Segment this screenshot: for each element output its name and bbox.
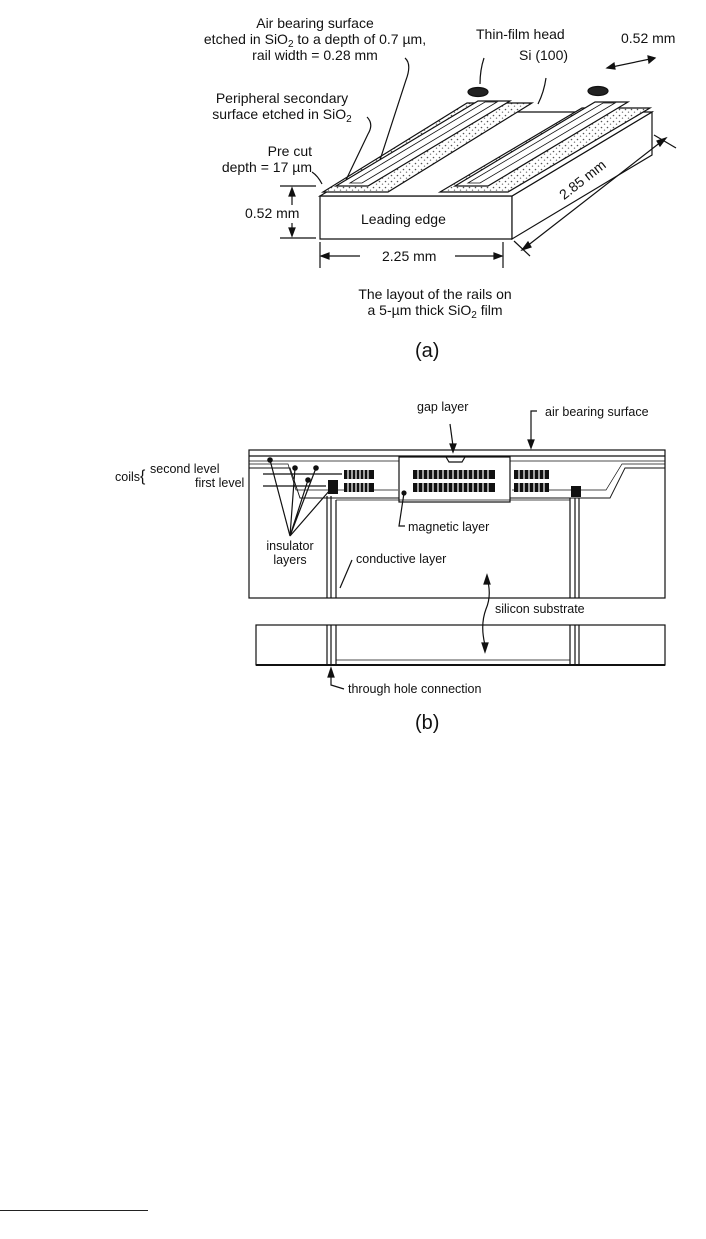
- length-extension-2: [653, 134, 677, 149]
- left-rail-inner-line: [348, 101, 499, 184]
- left-thin-film-head: [467, 86, 489, 98]
- peripheral-surface-label: Peripheral secondary surface etched in S…: [212, 90, 352, 125]
- insulator-layers-label: insulator layers: [266, 539, 314, 567]
- left-rail-air-bearing: [333, 100, 513, 187]
- leader-insulator: [269, 459, 331, 537]
- leader-gap: [449, 423, 454, 447]
- panel-label-a: (a): [415, 340, 440, 362]
- through-hole-upper: [326, 496, 580, 598]
- width-top-label: 0.52 mm: [621, 30, 676, 46]
- leader-air-bearing-b: [530, 410, 537, 440]
- coils-label: coils{: [115, 468, 146, 485]
- right-thin-film-head: [587, 85, 609, 97]
- si-orientation-label: Si (100): [519, 47, 569, 63]
- gap-box: [398, 456, 511, 503]
- leading-edge-label: Leading edge: [361, 211, 446, 227]
- leader-si: [537, 77, 547, 105]
- first-level-label: first level: [195, 476, 245, 490]
- through-hole-lower: [326, 625, 580, 665]
- gap-layer-label: gap layer: [417, 400, 469, 414]
- leader-magnetic: [398, 492, 405, 527]
- width-front-label: 2.25 mm: [382, 248, 437, 264]
- conductive-layer-label: conductive layer: [356, 552, 447, 566]
- lower-substrate: [255, 624, 666, 666]
- magnetic-layer-label: magnetic layer: [408, 520, 490, 534]
- insulator-step-right: [510, 467, 665, 499]
- length-arrow: [521, 137, 667, 251]
- height-label: 0.52 mm: [245, 205, 300, 221]
- insulator-step-left: [249, 467, 400, 499]
- length-extension-1: [513, 240, 531, 257]
- coils-first-level: [328, 480, 581, 497]
- air-bearing-surface-label: air bearing surface: [545, 405, 649, 419]
- coils-second-level: [344, 470, 549, 479]
- air-bearing-label: Air bearing surface etched in SiO2 to a …: [203, 15, 427, 63]
- figure-a-caption: The layout of the rails on a 5-µm thick …: [358, 286, 512, 321]
- leader-peripheral: [345, 116, 372, 181]
- second-level-label: second level: [150, 462, 220, 476]
- right-rail-inner-line: [466, 102, 617, 184]
- leader-air-bearing: [379, 57, 410, 161]
- head-cross-section: [248, 410, 666, 690]
- precut-label: Pre cut depth = 17 µm: [221, 143, 312, 175]
- gap-notch: [445, 456, 466, 463]
- slider-diagram: [280, 55, 677, 268]
- panel-label-b: (b): [415, 712, 440, 734]
- footnote-rule: [0, 1210, 148, 1211]
- thin-film-head-label: Thin-film head: [476, 26, 565, 42]
- silicon-substrate-label: silicon substrate: [495, 602, 585, 616]
- leader-silicon: [482, 577, 490, 646]
- leader-thin-film: [479, 57, 485, 85]
- through-hole-label: through hole connection: [348, 682, 482, 696]
- leader-conductive: [339, 559, 353, 589]
- leader-precut: [311, 171, 323, 185]
